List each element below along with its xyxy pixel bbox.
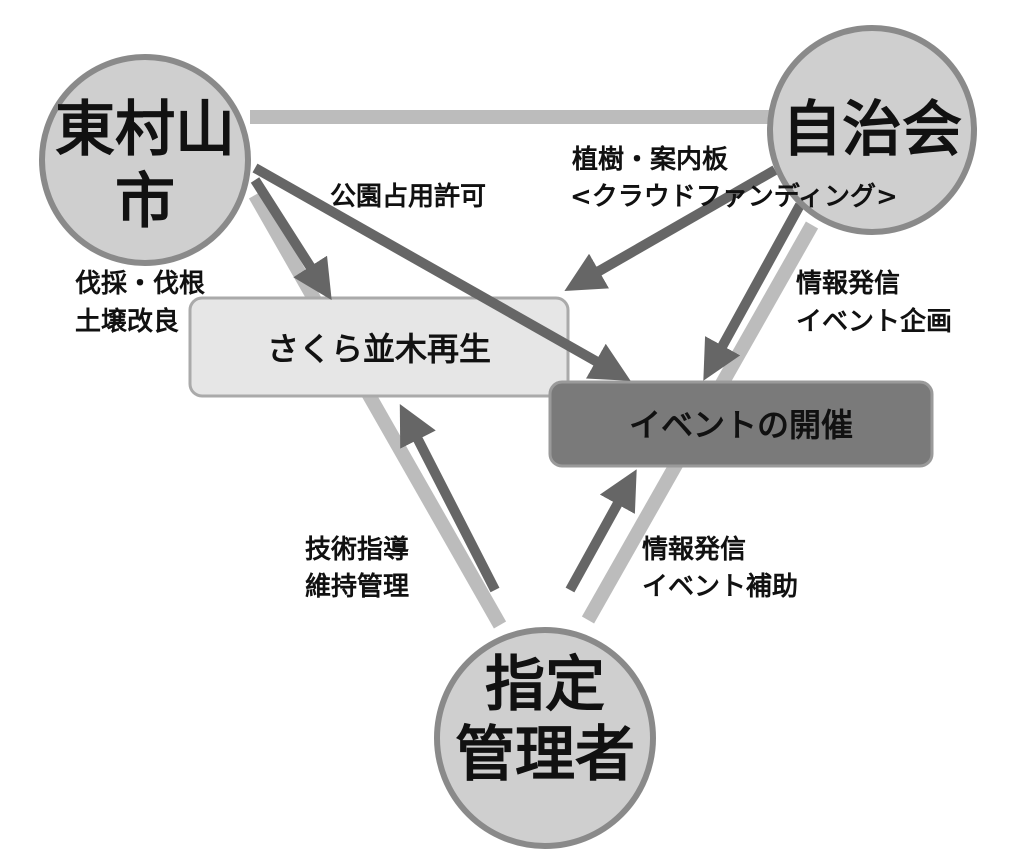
manager-node [434, 627, 656, 849]
arrow-city-to-event [252, 163, 631, 381]
sakura-box-label: さくら並木再生 [267, 330, 491, 368]
city-node [39, 54, 251, 266]
label-planting-1: 植樹・案内板 [572, 144, 728, 175]
arrow-association-to-event [703, 202, 805, 381]
label-assoc-info-1: 情報発信 [796, 269, 900, 299]
label-felling-1: 伐採・伐根 [75, 269, 205, 299]
city-node-label-1: 東村山 [55, 95, 235, 165]
event-box [548, 380, 934, 468]
arrow-manager-to-event [565, 469, 637, 593]
association-node [767, 25, 977, 235]
manager-node-label-2: 管理者 [455, 720, 635, 790]
association-node-label: 自治会 [782, 95, 962, 165]
label-assoc-info-2: イベント企画 [796, 306, 952, 337]
label-felling-2: 土壌改良 [75, 306, 179, 337]
arrow-city-to-sakura [250, 177, 332, 301]
label-park-permit: 公園占用許可 [330, 182, 486, 212]
arrow-association-to-sakura [564, 165, 778, 291]
label-planting-2: <クラウドファンディング> [570, 181, 898, 212]
arrow-manager-to-sakura [399, 403, 500, 593]
event-box-label: イベントの開催 [629, 406, 853, 444]
label-mgr-info-2: イベント補助 [642, 572, 798, 602]
label-tech-1: 技術指導 [305, 534, 409, 565]
label-tech-2: 維持管理 [305, 571, 409, 602]
manager-node-label-1: 指定 [485, 650, 605, 720]
label-mgr-info-1: 情報発信 [642, 535, 746, 565]
city-node-label-2: 市 [115, 167, 175, 237]
